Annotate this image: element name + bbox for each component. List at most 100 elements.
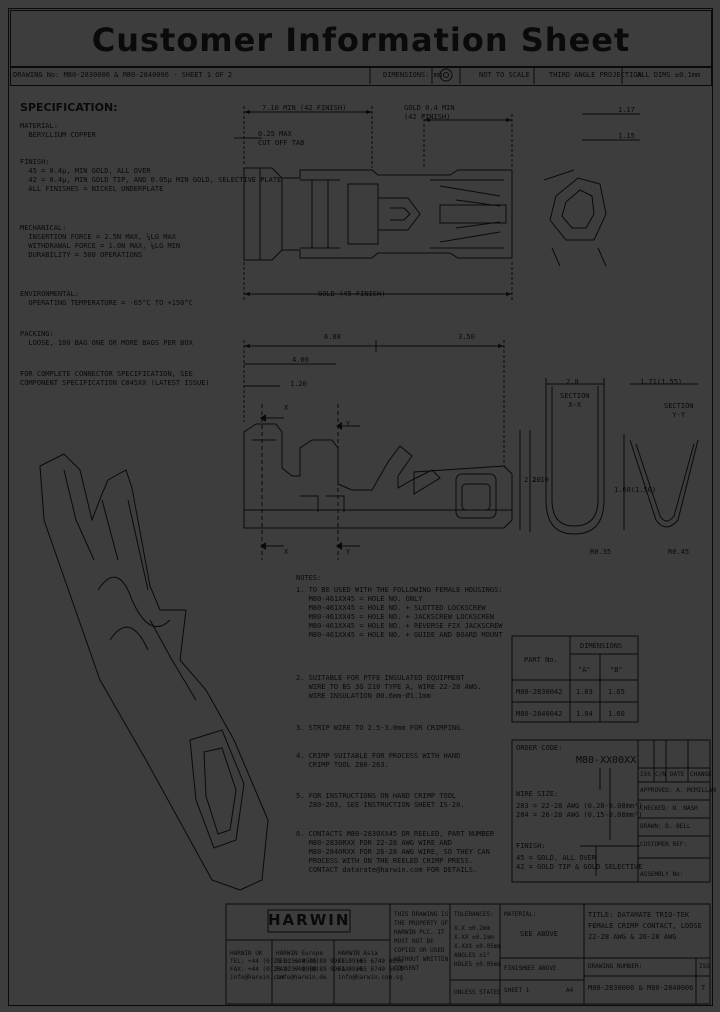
rev-checked: CHECKED: N. NASH — [640, 805, 698, 812]
dim-end-2: 1.15 — [618, 132, 635, 140]
dimensions-header: DIMENSIONS: mm — [383, 71, 443, 79]
isometric-contact — [39, 453, 269, 891]
spec-heading: SPECIFICATION: — [20, 101, 118, 114]
issue-number: 7 — [701, 984, 706, 992]
scale-header: NOT TO SCALE — [479, 71, 530, 79]
section-xx-radius: R0.35 — [590, 548, 612, 556]
spec-finish: FINISH: 45 = 0.4μ, MIN GOLD, ALL OVER 42… — [20, 158, 282, 193]
note-1: 1. TO BE USED WITH THE FOLLOWING FEMALE … — [296, 586, 503, 639]
paper-size: A4 — [566, 987, 574, 994]
order-code-value: M80-XX00XX — [576, 755, 637, 766]
part-table-row-1-a: 1.03 — [576, 688, 593, 696]
part-table-header-dims: DIMENSIONS — [580, 642, 623, 650]
rev-header-date: DATE — [670, 771, 685, 778]
rev-customer: CUSTOMER REF: — [640, 841, 687, 848]
section-mark-y-bottom: Y — [346, 548, 351, 556]
dim-side-crimp: 3.50 — [458, 333, 475, 341]
part-table-header-part: PART No. — [524, 656, 558, 664]
rev-approved: APPROVED: A. MCMILLAN — [640, 787, 716, 794]
section-mark-x-bottom: X — [284, 548, 289, 556]
contact-europe: HARWIN Europe TEL: +49 (0)89 9961 0910 F… — [276, 950, 363, 981]
spec-material: MATERIAL: BERYLLIUM COPPER — [20, 122, 96, 139]
section-xx-height: 2.10 — [532, 476, 549, 484]
dims-top — [234, 106, 513, 300]
contact-uk: HARWIN UK TEL: +44 (0)23 9231 4545 FAX: … — [230, 950, 317, 981]
sheet-number: SHEET 1 — [504, 987, 530, 994]
property-notice: THIS DRAWING IS THE PROPERTY OF HARWIN P… — [394, 911, 449, 972]
section-yy-height: 1.60(1.50) — [614, 486, 657, 494]
section-xx-width: 2.0 — [566, 378, 579, 386]
spec-packing: PACKING: LOOSE, 100 BAG ONE OR MORE BAGS… — [20, 330, 193, 347]
note-5: 5. FOR INSTRUCTIONS ON HAND CRIMP TOOL Z… — [296, 792, 465, 809]
order-code-label: ORDER CODE: — [516, 744, 563, 752]
side-view-contact — [243, 340, 521, 560]
order-code-box-lines — [511, 739, 711, 883]
tolerance-header: ALL DIMS ±0.1mm — [637, 71, 701, 79]
issue-label: ISS — [699, 963, 710, 970]
dim-side-overall: 6.88 — [324, 333, 341, 341]
top-view-contact — [243, 167, 513, 261]
dim-end-1: 1.17 — [618, 106, 635, 114]
dim-side-height: 2.10 — [524, 476, 541, 484]
order-wire-options: 283 = 22-28 AWG (0.28-0.08mm²) 284 = 26-… — [516, 802, 643, 819]
finish-value: SEE ABOVE — [524, 965, 557, 972]
order-finish-options: 45 = GOLD, ALL OVER 42 = GOLD TIP & GOLD… — [516, 854, 643, 871]
dim-side-4: 4.00 — [292, 356, 309, 364]
part-table-lines — [511, 635, 639, 723]
note-6: 6. CONTACTS M80-2830XX45 OR REELED, PART… — [296, 830, 495, 874]
footer-lines — [225, 903, 711, 1005]
part-table-row-2-b: 1.60 — [608, 710, 625, 718]
order-finish-label: FINISH: — [516, 842, 546, 850]
section-mark-x-top: X — [284, 404, 289, 412]
tolerances-values: X.X ±0.2mm X.XX ±0.1mm X.XXX ±0.05mm ANG… — [454, 925, 501, 968]
harwin-logo: HARWIN — [268, 911, 351, 929]
part-table-row-2-a: 1.04 — [576, 710, 593, 718]
page-title: Customer Information Sheet — [91, 21, 631, 59]
part-table-row-1-b: 1.65 — [608, 688, 625, 696]
contact-asia: HARWIN Asia TEL: +65 6749 0030 FAX: +65 … — [338, 950, 404, 981]
order-wire-label: WIRE SIZE: — [516, 790, 559, 798]
spec-complete: FOR COMPLETE CONNECTOR SPECIFICATION, SE… — [20, 370, 210, 387]
rev-drawn: DRAWN: D. BELL — [640, 823, 691, 830]
drawing-number: M80-2830006 & M80-2840006 — [588, 984, 694, 992]
dim-gold-42: GOLD 0.4 MIN (42 FINISH) — [404, 104, 455, 121]
header-row: DRAWING No: M80-2830006 & M80-2840006 - … — [10, 66, 712, 86]
rev-header-iss: ISS — [640, 771, 651, 778]
section-yy-radius: R0.45 — [668, 548, 690, 556]
note-3: 3. STRIP WIRE TO 2.5-3.0mm FOR CRIMPING. — [296, 724, 465, 732]
note-2: 2. SUITABLE FOR PTFE INSULATED EQUIPMENT… — [296, 674, 482, 700]
dim-gold-45: GOLD (45 FINISH) — [318, 290, 386, 298]
drawing-title: TITLE: DATAMATE TRIO-TEK FEMALE CRIMP CO… — [588, 911, 702, 941]
rev-header-cn: C/N — [655, 771, 666, 778]
note-4: 4. CRIMP SUITABLE FOR PROCESS WITH HAND … — [296, 752, 461, 769]
rev-header-change: CHANGE — [690, 771, 712, 778]
drawing-number-label: DRAWING NUMBER: — [588, 963, 643, 970]
spec-mechanical: MECHANICAL: INSERTION FORCE = 2.5N MAX, … — [20, 224, 181, 259]
section-xx-label: SECTION X-X — [560, 392, 590, 409]
end-view — [543, 113, 640, 267]
part-table-row-2-part: M80-2840042 — [516, 710, 563, 718]
dim-gold-min: 7.10 MIN (42 FINISH) — [262, 104, 347, 112]
rev-assembly: ASSEMBLY No: — [640, 871, 684, 878]
title-box: Customer Information Sheet — [10, 10, 712, 68]
section-yy-label: SECTION Y-Y — [664, 402, 694, 419]
dim-side-1-2: 1.20 — [290, 380, 307, 388]
material-value: SEE ABOVE — [520, 930, 558, 938]
notes-heading: NOTES: — [296, 574, 322, 582]
spec-environmental: ENVIRONMENTAL: OPERATING TEMPERATURE = -… — [20, 290, 193, 307]
section-yy-width: 1.71(1.55) — [640, 378, 683, 386]
material-label: MATERIAL: — [504, 911, 537, 918]
unless-stated: UNLESS STATED — [454, 989, 501, 996]
tolerances-label: TOLERANCES: — [454, 911, 494, 918]
finish-label: FINISH: — [504, 965, 530, 972]
section-yy — [623, 383, 699, 530]
drawing-frame — [8, 8, 713, 1006]
drawing-number-header: DRAWING No: M80-2830006 & M80-2840006 - … — [13, 71, 233, 79]
section-xx — [529, 378, 605, 535]
dim-cut-off-tab: 0.25 MAX CUT OFF TAB — [258, 130, 305, 147]
part-table-row-1-part: M80-2830042 — [516, 688, 563, 696]
part-table-col-b: "B" — [610, 666, 623, 674]
section-mark-y-top: Y — [346, 420, 351, 428]
part-table-col-a: "A" — [578, 666, 591, 674]
